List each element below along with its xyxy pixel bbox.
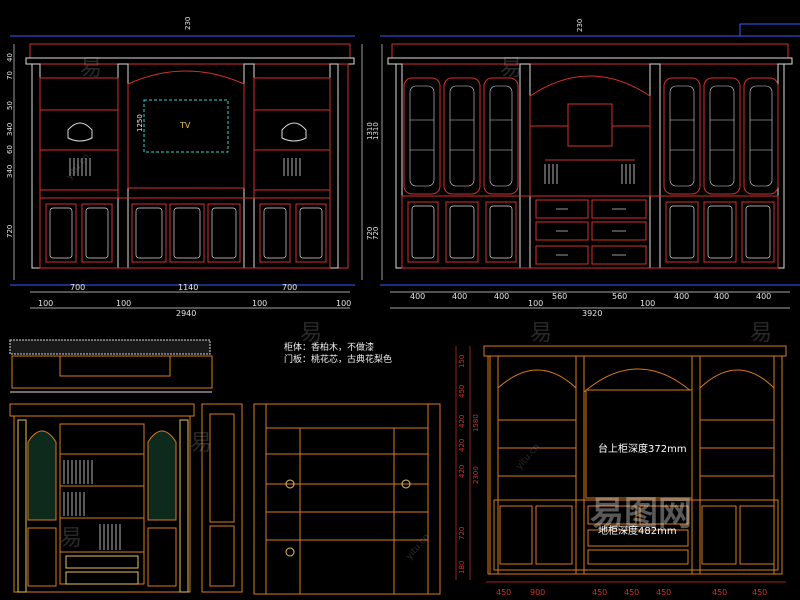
watermark-glyph: 易 [80,56,102,81]
watermark-site: yitu.cn [65,152,92,182]
elev1-total: 2940 [176,309,196,318]
upper-depth-label: 台上柜深度372mm [598,442,687,455]
elev1-side-720: 720 [366,227,374,240]
watermark-brand: 易图网 [590,494,692,534]
watermark-site: yitu.cn [515,442,542,472]
elev2-dim-3: 400 [494,292,509,301]
elev1-dim-1: 700 [70,283,85,292]
lower-depth-label: 地柜深度482mm [598,524,677,537]
elev1-left-5: 60 [6,145,14,154]
plan-view [9,339,213,393]
elev3-l3: 420 [458,415,466,428]
watermark-glyph: 易 [500,56,522,81]
elev1-left-3: 50 [6,101,14,110]
elev2-total: 3920 [582,309,602,318]
elevation-3-right: 台上柜深度372mm 地柜深度482mm 150 450 420 420 420… [455,345,787,597]
elev1-side-1310: 1310 [366,122,374,140]
elev3-b5: 450 [656,588,671,597]
watermark-glyph: 易 [190,431,212,456]
elev2-dim-7: 400 [674,292,689,301]
watermark-glyph: 易 [300,321,322,346]
watermark-glyph: 易 [750,321,772,346]
note-line-1: 柜体：香柏木，不做漆 [284,341,374,353]
watermark-glyph: 易 [60,526,82,551]
elev1-left-7: 720 [6,225,14,238]
elev3-b3: 450 [592,588,607,597]
elev3-l5: 420 [458,465,466,478]
elev2-dim-6: 560 [612,292,627,301]
elev1-dim-b3: 100 [252,299,267,308]
elev1-dim-3: 700 [282,283,297,292]
elev1-left-6: 340 [6,165,14,178]
tv-label: TV [179,121,191,130]
elevation-1: TV 700 1140 700 100 100 100 100 2940 230… [6,17,374,318]
blue-guides [10,23,800,286]
elev3-b6: 450 [712,588,727,597]
elev3-l7: 2300 [472,466,480,484]
elev1-dim-b1: 100 [38,299,53,308]
elev3-l6: 1580 [472,414,480,432]
elev2-side-1310: 1310 [372,122,380,140]
elev3-l8: 720 [458,527,466,540]
elev1-dim-b2: 100 [116,299,131,308]
elev3-l9: 180 [458,561,466,574]
elevation-2: 400 400 400 560 560 400 400 400 100 100 … [372,19,793,318]
elev2-side-720: 720 [372,227,380,240]
elev3-b1: 450 [496,588,511,597]
watermark-glyph: 易 [530,321,552,346]
elev1-top-230: 230 [184,17,192,30]
material-notes: 柜体：香柏木，不做漆 门板：桃花芯，古典花梨色 [284,341,392,365]
elev3-b2: 900 [530,588,545,597]
elev3-b4: 450 [624,588,639,597]
elev3-l1: 150 [458,355,466,368]
elevation-3-back [253,403,441,595]
elev1-left-4: 340 [6,123,14,136]
elev1-left-2: 70 [6,71,14,80]
elev2-dim-2: 400 [452,292,467,301]
elev2-dim-4: 100 [528,299,543,308]
tv-dim: 1250 [136,114,144,132]
elev2-dim-10: 100 [640,299,655,308]
elev3-b7: 450 [752,588,767,597]
elev2-top: 230 [576,19,584,32]
note-line-2: 门板：桃花芯，古典花梨色 [284,353,392,365]
elev1-left-1: 40 [6,53,14,62]
elev2-dim-8: 400 [714,292,729,301]
elev1-dim-2: 1140 [178,283,198,292]
elev2-dim-5: 560 [552,292,567,301]
elev1-dim-b4: 100 [336,299,351,308]
elevation-3-left [9,403,243,593]
elev3-l2: 450 [458,385,466,398]
elev2-dim-9: 400 [756,292,771,301]
elev2-dim-1: 400 [410,292,425,301]
elev3-l4: 420 [458,439,466,452]
